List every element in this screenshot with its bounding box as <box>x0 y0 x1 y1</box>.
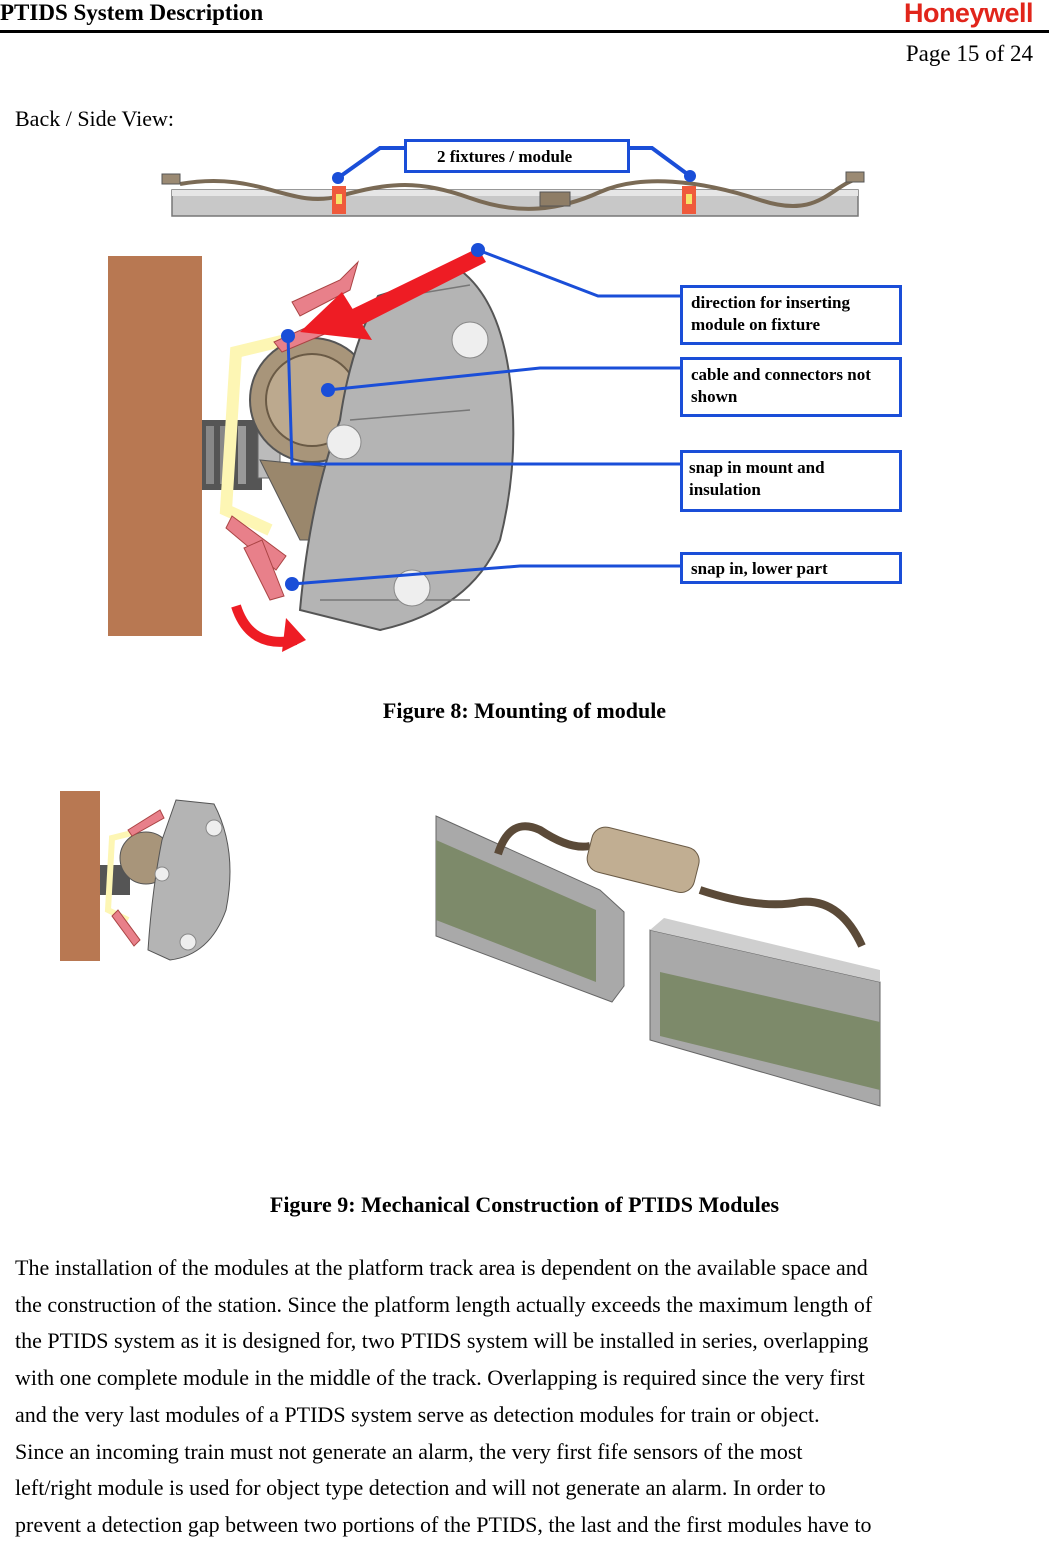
section-label: Back / Side View: <box>15 106 174 131</box>
honeywell-logo: Honeywell <box>903 0 1034 28</box>
body-line: the construction of the station. Since t… <box>15 1291 873 1317</box>
figure-9-illustration <box>60 791 881 1107</box>
body-line: and the very last modules of a PTIDS sys… <box>15 1401 820 1427</box>
figure-8-illustration <box>108 146 865 652</box>
fixtures-callout: 2 fixtures / module <box>404 139 630 173</box>
figure-8-caption: Figure 8: Mounting of module <box>382 698 667 723</box>
body-line: Since an incoming train must not generat… <box>15 1438 803 1464</box>
body-paragraph: The installation of the modules at the p… <box>15 1250 1025 1544</box>
snap-lower-callout: snap in, lower part <box>680 552 902 584</box>
red-rotate-arrow-icon <box>231 604 306 652</box>
document-title: PTIDS System Description <box>0 0 264 25</box>
cable-not-shown-callout: cable and connectors not shown <box>680 357 902 417</box>
snap-mount-callout: snap in mount and insulation <box>680 450 902 512</box>
body-line: with one complete module in the middle o… <box>15 1365 865 1391</box>
figure-9-caption: Figure 9: Mechanical Construction of PTI… <box>269 1192 780 1217</box>
body-line: prevent a detection gap between two port… <box>15 1511 872 1537</box>
wall-surface <box>108 256 202 636</box>
body-line: The installation of the modules at the p… <box>15 1255 868 1280</box>
body-line: left/right module is used for object typ… <box>15 1475 826 1501</box>
page-number: Page 15 of 24 <box>905 41 1033 66</box>
insert-direction-callout: direction for inserting module on fixtur… <box>680 285 902 345</box>
red-insert-arrow-icon <box>300 248 486 340</box>
figure-8: 2 fixtures / module direction for insert… <box>0 0 1049 740</box>
header-divider <box>0 30 1049 33</box>
module-rail-side-view <box>161 171 865 217</box>
figure-9 <box>0 760 1049 1120</box>
body-line: the PTIDS system as it is designed for, … <box>15 1328 869 1354</box>
